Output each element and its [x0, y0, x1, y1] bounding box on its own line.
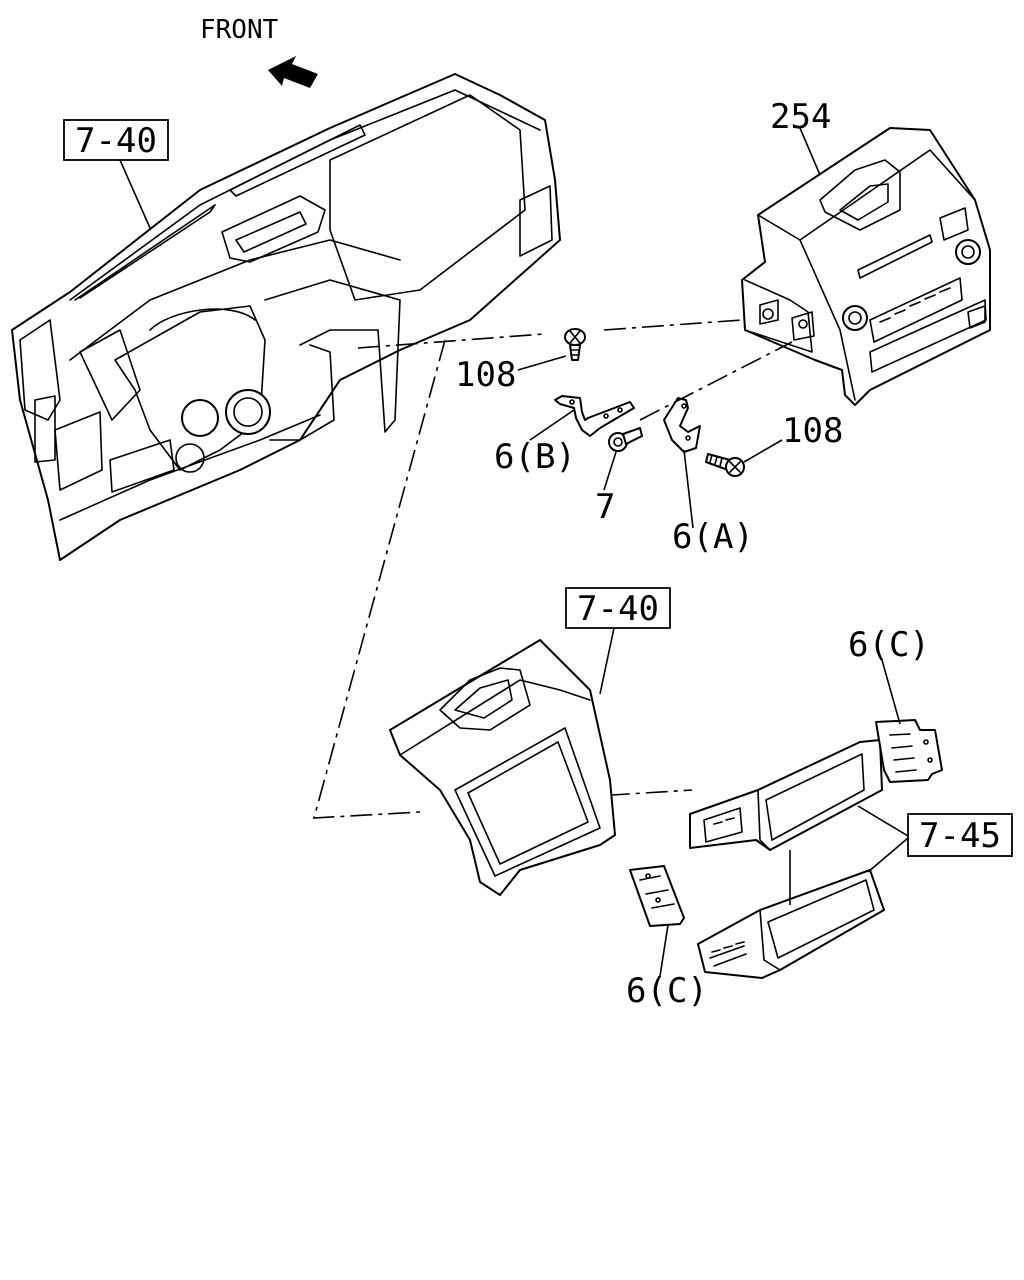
callout-ref-pocket: 7-45 — [907, 813, 1013, 857]
front-arrow-icon — [268, 56, 318, 88]
callout-ref-dash-top: 7-40 — [63, 119, 169, 161]
callout-label: 7-40 — [577, 589, 659, 629]
callout-ref-bezel: 7-40 — [565, 587, 671, 629]
callout-screw-top: 108 — [455, 355, 516, 395]
instrument-panel — [11, 73, 561, 561]
bracket-a — [663, 397, 701, 453]
bracket-c-lower — [629, 865, 685, 927]
screw-right-icon — [705, 453, 745, 477]
storage-pocket-lower — [697, 869, 885, 979]
screw-top-icon — [564, 328, 586, 361]
callout-screw-right: 108 — [782, 411, 843, 451]
callout-bracket-a: 6(A) — [672, 517, 754, 557]
callout-part-audio: 254 — [770, 97, 831, 137]
front-label: FRONT — [200, 15, 279, 45]
audio-unit — [741, 127, 991, 406]
callout-bracket-b: 6(B) — [494, 437, 576, 477]
callout-bracket-c-bottom: 6(C) — [626, 971, 708, 1011]
storage-pocket-upper — [689, 739, 883, 851]
bracket-b — [554, 395, 635, 437]
bracket-c-upper — [875, 719, 943, 783]
callout-bracket-c-top: 6(C) — [848, 625, 930, 665]
bolt-icon — [608, 427, 643, 452]
center-bezel — [389, 639, 616, 896]
callout-label: 7-40 — [75, 121, 157, 161]
callout-bolt: 7 — [595, 487, 615, 527]
callout-label: 7-45 — [919, 816, 1001, 856]
